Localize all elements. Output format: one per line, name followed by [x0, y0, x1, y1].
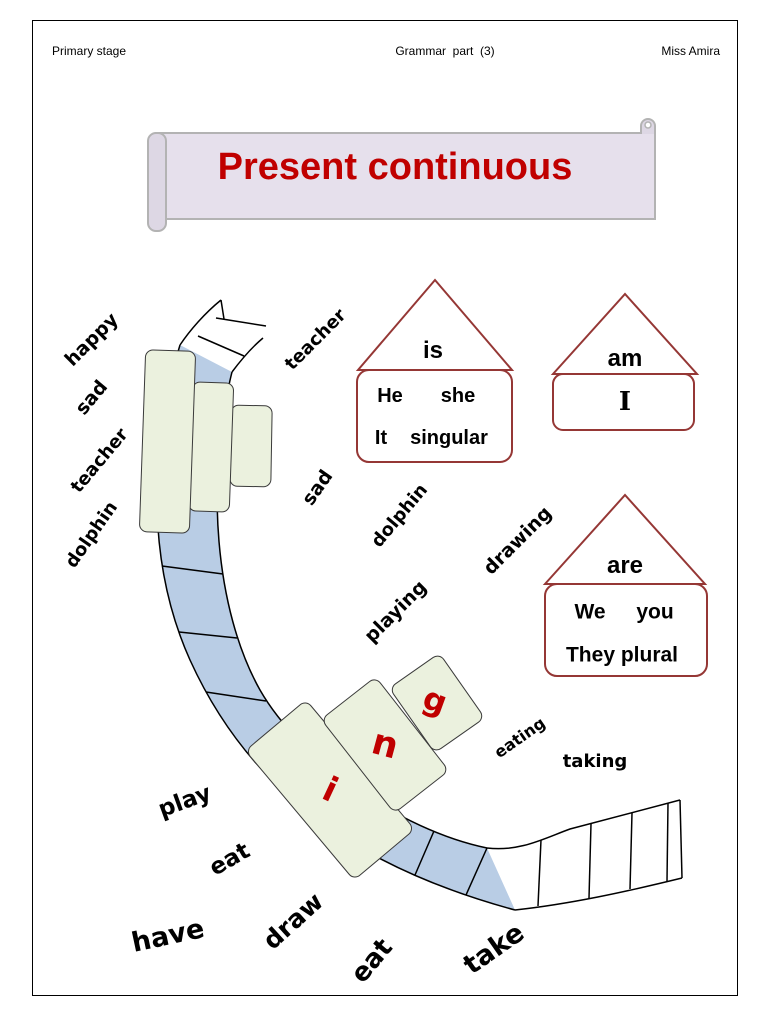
house-is: [355, 278, 515, 463]
house-are-they-plural: They plural: [565, 643, 679, 667]
house-is-verb: is: [422, 337, 444, 364]
road-right-top-rail: [486, 799, 681, 850]
road-top-outer-rail: [179, 299, 222, 346]
road-rung: [537, 839, 542, 907]
house-are-body: [544, 583, 708, 677]
road-top-rung: [220, 299, 225, 320]
road-rung: [414, 830, 435, 876]
house-is-pronoun-she: she: [440, 385, 476, 407]
road-block-small: [229, 404, 273, 488]
house-am-verb: am: [607, 345, 643, 372]
house-are: [542, 493, 708, 677]
house-am-pronoun-i: I: [618, 387, 632, 417]
road-rung: [666, 802, 669, 882]
page-border: [32, 20, 738, 996]
header-teacher: Miss Amira: [661, 44, 720, 58]
house-is-pronoun-he: He: [377, 385, 403, 407]
road-rung: [205, 691, 267, 702]
house-is-pronoun-it: It: [374, 427, 388, 449]
road-rung: [178, 631, 238, 639]
road-top-inner-rail: [231, 337, 264, 373]
road-rung: [629, 812, 633, 890]
house-is-body: [356, 369, 513, 463]
road-block-medium: [187, 381, 235, 513]
banner-body: [155, 132, 656, 220]
road-top-rung: [197, 335, 245, 357]
page-title: Present continuous: [217, 146, 573, 188]
title-banner: [147, 118, 656, 232]
house-are-pronoun-we: We: [574, 600, 606, 624]
road-rung: [465, 847, 488, 896]
road-rung: [161, 565, 224, 575]
letter-g: g: [417, 678, 453, 723]
road-top-rung: [215, 317, 267, 327]
header-lesson: Grammar part (3): [395, 44, 495, 58]
banner-left-roll: [147, 132, 167, 232]
letter-i: i: [316, 769, 344, 811]
house-am-body: [552, 373, 695, 431]
banner-curl-dot: [644, 121, 652, 129]
road-block-tall: [138, 349, 197, 534]
house-are-pronoun-you: you: [636, 600, 674, 624]
house-am: [550, 292, 700, 431]
house-are-verb: are: [606, 552, 644, 579]
house-is-singular: singular: [410, 427, 488, 449]
road-right-section: [486, 799, 683, 911]
road-top-section: [179, 299, 267, 373]
header-stage: Primary stage: [52, 44, 127, 58]
road-right-bottom-rail: [514, 877, 683, 911]
road-rung: [588, 823, 592, 899]
road-blue-rungs: [161, 565, 488, 896]
letter-n: n: [367, 721, 403, 768]
road-right-end: [679, 799, 683, 879]
word-taking: taking: [562, 751, 628, 772]
